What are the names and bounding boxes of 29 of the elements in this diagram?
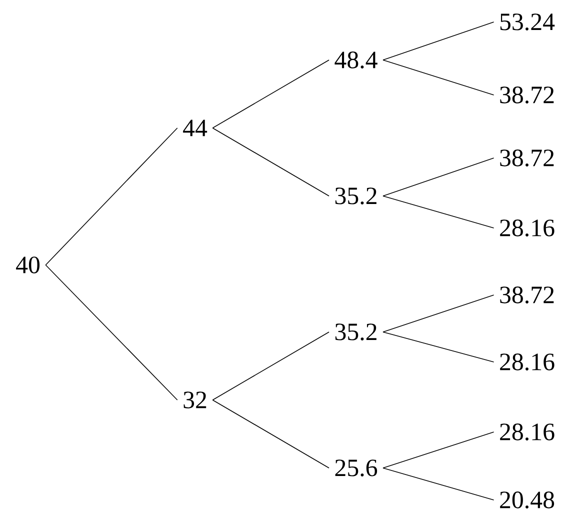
value-label: 20.48: [500, 492, 554, 508]
branch-line: [45, 264, 178, 400]
branch-line: [212, 60, 330, 128]
branch-line: [382, 60, 494, 96]
branch-line: [382, 158, 494, 196]
branch-line: [212, 332, 330, 400]
value-label: 40: [16, 256, 40, 274]
value-label: 44: [183, 120, 208, 136]
branch-line: [212, 400, 330, 468]
value-label: 28.16: [500, 220, 554, 236]
value-label: 38.72: [500, 150, 554, 166]
branch-line: [382, 294, 494, 332]
value-label: 25.6: [335, 460, 378, 476]
value-label: 53.24: [500, 14, 555, 30]
value-label: 38.72: [500, 286, 554, 304]
value-label: 28.16: [500, 354, 554, 370]
branch-line: [382, 196, 494, 228]
value-label: 32: [184, 392, 206, 408]
branch-line: [382, 432, 494, 468]
value-label: 35.2: [335, 188, 376, 204]
value-label: 38.72: [500, 86, 554, 104]
branch-line: [382, 22, 494, 60]
branch-line: [382, 332, 494, 362]
branch-line: [212, 128, 330, 196]
value-label: 35.2: [335, 324, 376, 340]
branch-line: [45, 128, 178, 266]
value-label: 48.4: [334, 52, 378, 68]
branch-line: [382, 468, 494, 500]
value-label: 28.16: [500, 424, 554, 440]
